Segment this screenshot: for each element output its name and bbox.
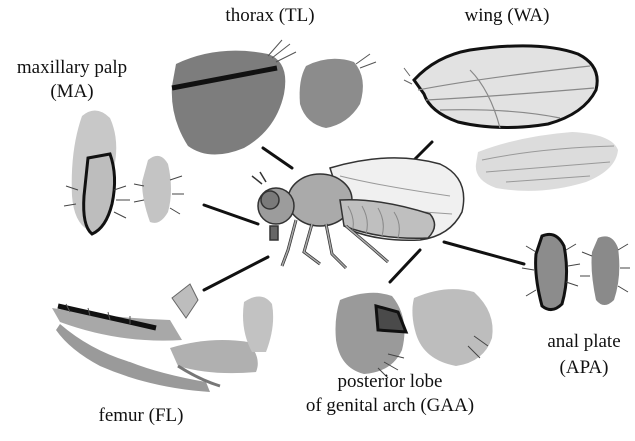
thorax-specimen-plain xyxy=(300,54,376,128)
connector-femur xyxy=(204,257,268,290)
connector-palp xyxy=(204,205,258,224)
palp-specimen-plain xyxy=(134,156,184,223)
connector-thorax xyxy=(263,148,292,168)
label-wing: wing (WA) xyxy=(452,4,562,27)
label-anal-plate-line1: anal plate xyxy=(534,330,634,353)
genital-arch-specimen-outlined xyxy=(336,293,407,378)
label-posterior-lobe-line2: of genital arch (GAA) xyxy=(290,394,490,417)
label-maxillary-palp-line1: maxillary palp xyxy=(4,56,140,79)
palp-specimen-outlined xyxy=(64,110,130,234)
label-thorax: thorax (TL) xyxy=(200,4,340,27)
wing-specimen-outlined xyxy=(404,46,597,128)
connector-anal-plate xyxy=(444,242,524,264)
anal-plate-specimen-outlined xyxy=(522,234,580,309)
femur-specimen-outlined xyxy=(52,284,210,392)
genital-arch-specimen-plain xyxy=(412,289,492,366)
thorax-specimen-outlined xyxy=(172,40,296,155)
label-femur: femur (FL) xyxy=(76,404,206,427)
label-maxillary-palp-line2: (MA) xyxy=(4,80,140,103)
connector-genital-arch xyxy=(390,250,420,282)
label-posterior-lobe-line1: posterior lobe xyxy=(304,370,476,393)
fly-illustration xyxy=(252,158,464,268)
label-anal-plate-line2: (APA) xyxy=(534,356,634,379)
wing-specimen-plain xyxy=(476,132,618,191)
anal-plate-specimen-plain xyxy=(580,236,630,305)
